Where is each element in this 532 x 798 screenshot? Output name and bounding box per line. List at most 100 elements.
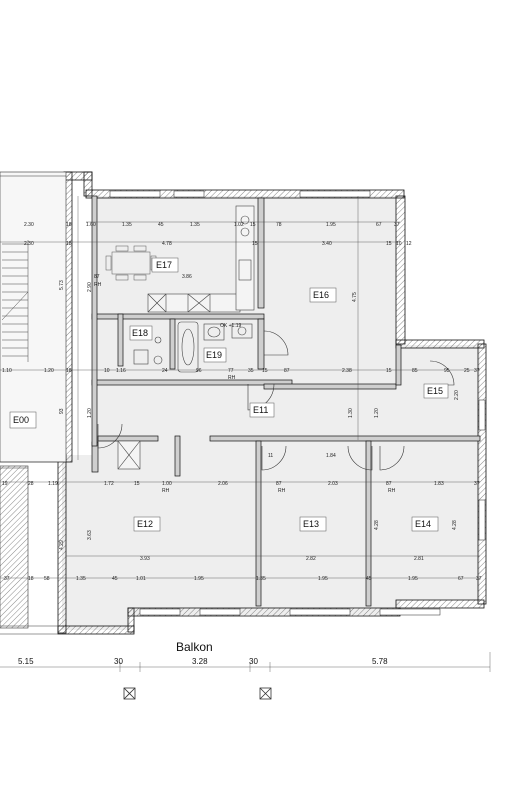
label-e17-width: 3.86 <box>182 274 192 280</box>
dim-inner-1: 2.82 <box>306 556 316 562</box>
kitchen-counter <box>147 205 255 313</box>
dim-lower-10: 1.83 <box>434 481 444 487</box>
dim-top-5: 78 <box>276 222 282 228</box>
room-label-e18: E18 <box>132 328 148 338</box>
dim-mid-4: 1.16 <box>116 368 126 374</box>
stair-steps <box>1 240 29 362</box>
dim-lower-3: 1.72 <box>104 481 114 487</box>
dim-lower-1: 28 <box>28 481 34 487</box>
label-rh-2: RH <box>228 375 236 381</box>
dim-inner-0: 3.93 <box>140 556 150 562</box>
dim-row1-0: 2.30 <box>24 222 34 228</box>
label-rh-3: RH <box>162 488 170 494</box>
dim-lower-6: 2.06 <box>218 481 228 487</box>
dim-lower-4: 15 <box>134 481 140 487</box>
room-label-e00: E00 <box>13 415 29 425</box>
dim-bottom-1: 5.15 <box>18 657 34 666</box>
dim-vert-1: 2.90 <box>87 282 93 292</box>
label-e: 11 <box>268 453 273 459</box>
dim-base-4: 45 <box>112 576 118 582</box>
exterior-walls <box>57 171 487 635</box>
label-rh-5: RH <box>388 488 396 494</box>
dim-mid-5: 24 <box>162 368 168 374</box>
dim-mid-7: 77 <box>228 368 234 374</box>
dim-mid-16: 37 <box>474 368 480 374</box>
dim-vert-7: 4.29 <box>59 540 65 550</box>
dim-base-8: 1.95 <box>318 576 328 582</box>
dim-row2-5: 15 <box>386 241 392 247</box>
dim-vert-9: 93 <box>59 408 65 414</box>
dim-mid-15: 25 <box>464 368 470 374</box>
dim-lower-7: 87 <box>276 481 282 487</box>
balcony-label: Balkon <box>176 640 213 654</box>
dim-mid-10: 87 <box>284 368 290 374</box>
dim-base-0: 37 <box>4 576 10 582</box>
dimension-lines <box>0 196 491 672</box>
dim-vert-8: 3.63 <box>87 530 93 540</box>
dim-lower-5: 1.00 <box>162 481 172 487</box>
dim-base-11: 67 <box>458 576 464 582</box>
dim-mid-14: 95 <box>444 368 450 374</box>
dim-base-2: 58 <box>44 576 50 582</box>
dim-vert-5: 4.28 <box>374 520 380 530</box>
doors <box>97 330 455 471</box>
dim-mid-11: 2.38 <box>342 368 352 374</box>
dim-row2-2: 4.78 <box>162 241 172 247</box>
dim-vert-6: 4.28 <box>452 520 458 530</box>
label-b: 1.84 <box>326 453 336 459</box>
label-c: 1.20 <box>374 408 380 418</box>
dim-base-3: 1.35 <box>76 576 86 582</box>
dim-base-9: 45 <box>366 576 372 582</box>
dim-row2-6: 10 <box>396 241 402 247</box>
wardrobe <box>117 440 141 470</box>
dim-mid-9: 15 <box>262 368 268 374</box>
dim-bottom-5: 5.78 <box>372 657 388 666</box>
dim-vert-2: 4.75 <box>352 292 358 302</box>
dim-lower-2: 1.19 <box>48 481 58 487</box>
dim-top-6: 1.95 <box>326 222 336 228</box>
dim-top-4: 15 <box>250 222 256 228</box>
dim-mid-1: 1.20 <box>44 368 54 374</box>
dim-row2-0: 2.30 <box>24 241 34 247</box>
dim-top-7: 67 <box>376 222 382 228</box>
dim-mid-13: 85 <box>412 368 418 374</box>
dim-lower-8: 2.03 <box>328 481 338 487</box>
dim-row2-3: 15 <box>252 241 258 247</box>
dim-bottom-4: 30 <box>249 657 258 666</box>
room-label-e16: E16 <box>313 290 329 300</box>
dim-vert-3: 2.20 <box>454 390 460 400</box>
dim-mid-6: 96 <box>196 368 202 374</box>
dim-base-10: 1.95 <box>408 576 418 582</box>
dim-inner-2: 2.81 <box>414 556 424 562</box>
dim-lower-11: 37 <box>474 481 480 487</box>
label-rh-4: RH <box>278 488 286 494</box>
dim-top-0: 1.35 <box>122 222 132 228</box>
room-label-e12: E12 <box>137 519 153 529</box>
dim-vert-0: 5.73 <box>59 280 65 290</box>
label-ok: OK +1.19 <box>220 323 241 329</box>
column-markers <box>123 687 272 700</box>
dim-mid-2: 18 <box>66 368 72 374</box>
dim-bottom-3: 3.28 <box>192 657 208 666</box>
dim-row2-1: 18 <box>66 241 72 247</box>
dim-row1-2: 1.60 <box>86 222 96 228</box>
dim-top-2: 1.35 <box>190 222 200 228</box>
interior-walls <box>91 195 481 607</box>
dim-base-1: 18 <box>28 576 34 582</box>
dim-top-8: 37 <box>394 222 400 228</box>
bathroom-fixtures <box>133 321 253 373</box>
dim-lower-0: 19 <box>2 481 8 487</box>
dim-base-6: 1.95 <box>194 576 204 582</box>
dim-base-5: 1.01 <box>136 576 146 582</box>
dim-mid-8: 35 <box>248 368 254 374</box>
dim-row2-4: 3.40 <box>322 241 332 247</box>
room-label-e11: E11 <box>253 405 268 415</box>
label-d: 1.30 <box>348 408 354 418</box>
label-a: 87 <box>94 274 100 280</box>
dim-top-3: 1.02 <box>234 222 244 228</box>
label-rh-1: RH <box>94 282 102 288</box>
dim-row2-7: 12 <box>406 241 412 247</box>
dim-top-1: 45 <box>158 222 164 228</box>
dim-mid-3: 10 <box>104 368 110 374</box>
